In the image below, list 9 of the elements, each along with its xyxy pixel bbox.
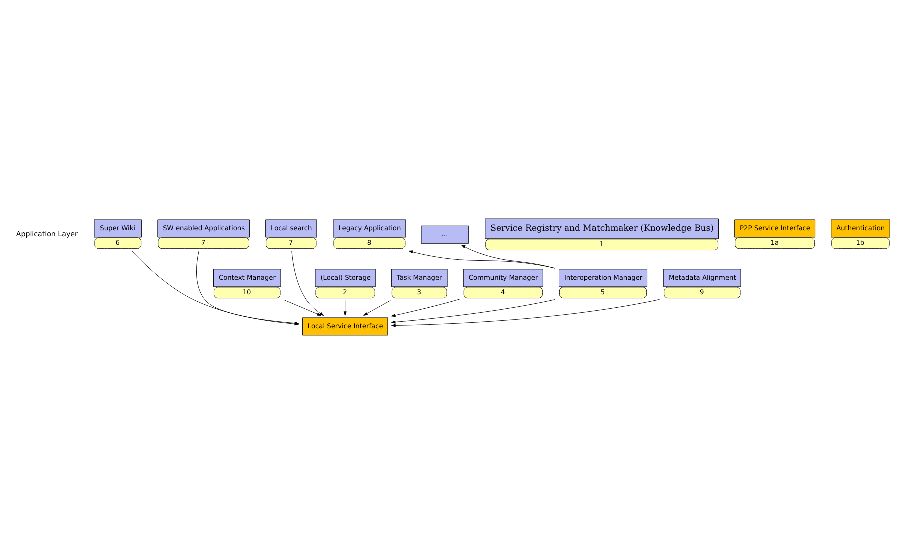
arrow [408, 250, 556, 269]
arrow [364, 300, 391, 316]
arrow [391, 299, 556, 324]
arrow [392, 299, 660, 328]
arrow [292, 251, 324, 316]
arrow [392, 299, 460, 318]
arrow [284, 300, 322, 316]
arrow [344, 300, 347, 316]
arrow [461, 245, 556, 269]
